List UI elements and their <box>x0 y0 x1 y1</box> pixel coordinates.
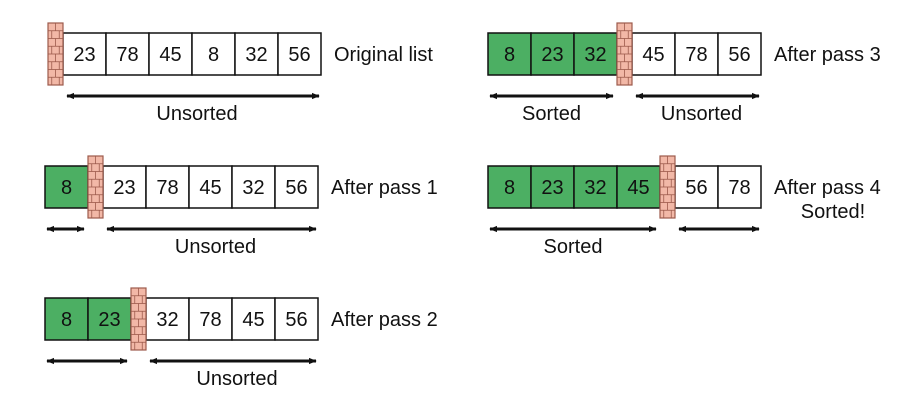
cell-value: 78 <box>116 44 138 66</box>
unsorted-label: Unsorted <box>175 236 256 258</box>
unsorted-cell: 56 <box>274 165 319 209</box>
cell-value: 56 <box>288 44 310 66</box>
pass-caption: After pass 1 <box>331 177 438 199</box>
pass-caption: After pass 2 <box>331 309 438 331</box>
cell-value: 32 <box>242 177 264 199</box>
unsorted-cell: 45 <box>631 32 676 76</box>
unsorted-cell: 45 <box>148 32 193 76</box>
pass-caption: After pass 3 <box>774 44 881 66</box>
cell-value: 45 <box>642 44 664 66</box>
sorted-cell: 32 <box>573 32 618 76</box>
unsorted-cell: 78 <box>717 165 762 209</box>
pass-caption: Sorted! <box>801 201 865 223</box>
cell-value: 23 <box>98 309 120 331</box>
cell-value: 23 <box>541 44 563 66</box>
sorted-cell: 8 <box>487 32 532 76</box>
cell-value: 23 <box>73 44 95 66</box>
unsorted-cell: 56 <box>277 32 322 76</box>
sorted-cell: 8 <box>487 165 532 209</box>
cell-value: 56 <box>285 177 307 199</box>
cell-value: 8 <box>61 177 72 199</box>
brick-wall <box>616 22 633 86</box>
unsorted-cell: 56 <box>274 297 319 341</box>
pass-caption: After pass 4 <box>774 177 881 199</box>
sorted-cell: 23 <box>530 165 575 209</box>
pass-caption: Original list <box>334 44 433 66</box>
cell-value: 8 <box>504 177 515 199</box>
unsorted-cell: 32 <box>145 297 190 341</box>
sorted-cell: 23 <box>530 32 575 76</box>
sorted-cell: 8 <box>44 165 89 209</box>
unsorted-cell: 56 <box>717 32 762 76</box>
unsorted-cell: 56 <box>674 165 719 209</box>
sorted-cell: 8 <box>44 297 89 341</box>
sorted-cell: 23 <box>87 297 132 341</box>
cell-value: 23 <box>541 177 563 199</box>
unsorted-cell: 32 <box>234 32 279 76</box>
cell-value: 56 <box>285 309 307 331</box>
cell-value: 78 <box>199 309 221 331</box>
cell-value: 56 <box>728 44 750 66</box>
unsorted-cell: 45 <box>231 297 276 341</box>
unsorted-cell: 32 <box>231 165 276 209</box>
cell-value: 8 <box>61 309 72 331</box>
unsorted-cell: 23 <box>62 32 107 76</box>
unsorted-cell: 23 <box>102 165 147 209</box>
sorted-label: Sorted <box>522 103 581 125</box>
sorted-cell: 45 <box>616 165 661 209</box>
cell-value: 78 <box>685 44 707 66</box>
unsorted-cell: 45 <box>188 165 233 209</box>
cell-value: 45 <box>627 177 649 199</box>
unsorted-cell: 78 <box>188 297 233 341</box>
cell-value: 45 <box>159 44 181 66</box>
cell-value: 32 <box>584 177 606 199</box>
brick-wall <box>130 287 147 351</box>
unsorted-label: Unsorted <box>156 103 237 125</box>
cell-value: 45 <box>242 309 264 331</box>
unsorted-cell: 8 <box>191 32 236 76</box>
brick-wall <box>47 22 64 86</box>
cell-value: 8 <box>208 44 219 66</box>
cell-value: 32 <box>245 44 267 66</box>
sorted-label: Sorted <box>544 236 603 258</box>
cell-value: 32 <box>584 44 606 66</box>
cell-value: 56 <box>685 177 707 199</box>
cell-value: 78 <box>156 177 178 199</box>
cell-value: 45 <box>199 177 221 199</box>
sorted-cell: 32 <box>573 165 618 209</box>
unsorted-cell: 78 <box>674 32 719 76</box>
brick-wall <box>87 155 104 219</box>
unsorted-label: Unsorted <box>196 368 277 390</box>
cell-value: 32 <box>156 309 178 331</box>
brick-wall <box>659 155 676 219</box>
unsorted-label: Unsorted <box>661 103 742 125</box>
cell-value: 23 <box>113 177 135 199</box>
cell-value: 8 <box>504 44 515 66</box>
unsorted-cell: 78 <box>105 32 150 76</box>
unsorted-cell: 78 <box>145 165 190 209</box>
cell-value: 78 <box>728 177 750 199</box>
